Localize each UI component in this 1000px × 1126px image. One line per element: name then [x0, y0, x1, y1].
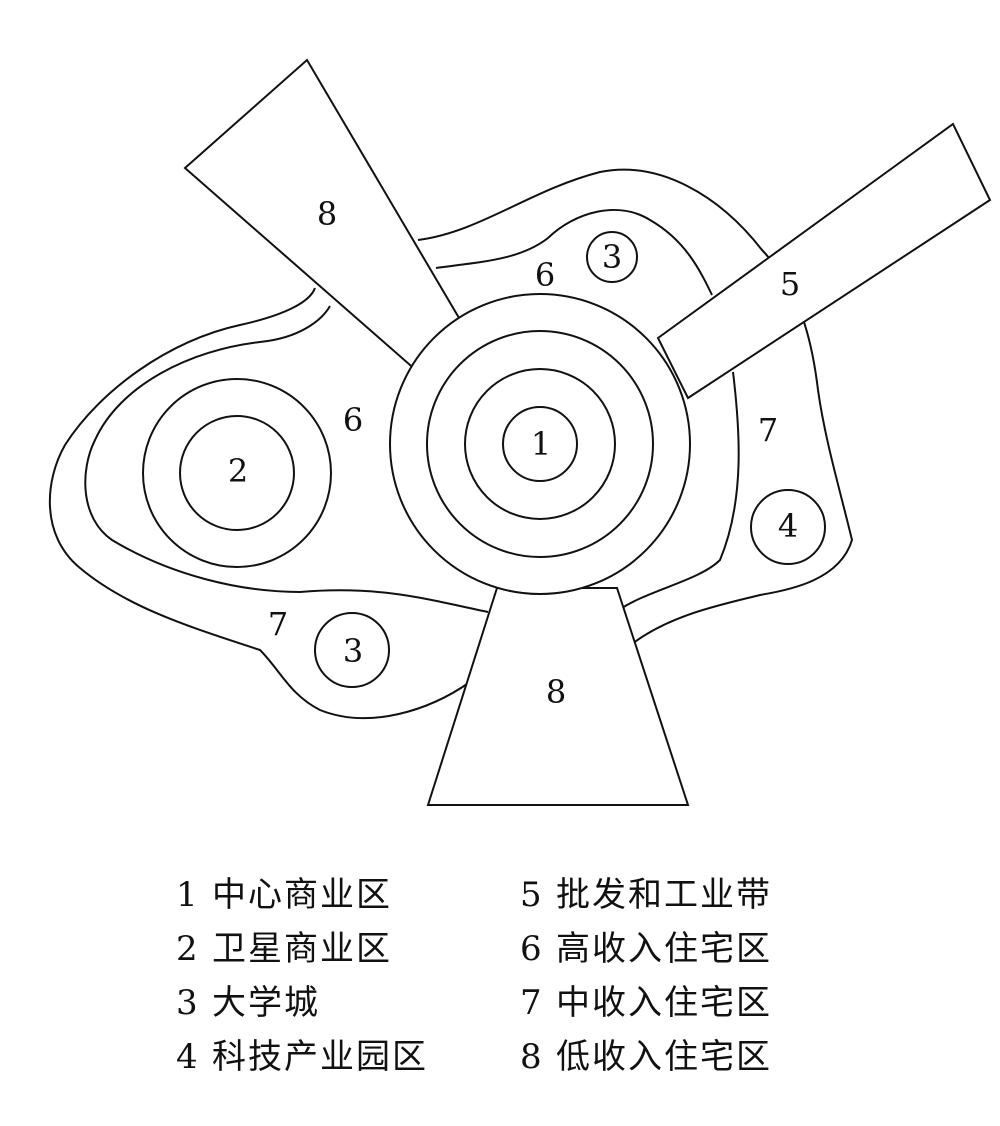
legend-number: 8	[520, 1037, 542, 1077]
university-town-upper	[586, 231, 638, 283]
legend-number: 4	[176, 1037, 198, 1077]
legend-text: 卫星商业区	[212, 929, 392, 969]
legend-text: 低收入住宅区	[556, 1037, 772, 1077]
label-zone-6-upper: 6	[535, 256, 555, 294]
legend-number: 5	[520, 875, 542, 915]
cbd-ring-2	[426, 330, 654, 558]
satellite-cbd-outer	[142, 378, 332, 568]
label-zone-5: 5	[780, 265, 800, 303]
legend-item-8: 8 低收入住宅区	[520, 1029, 772, 1085]
industrial-belt	[656, 122, 992, 400]
high-income-boundary	[84, 209, 740, 613]
label-zone-3-upper: 3	[602, 238, 622, 276]
legend-item-6: 6 高收入住宅区	[520, 921, 772, 977]
university-town-lower	[314, 612, 390, 688]
urban-structure-diagram: 1 2 3 3 4 5 6 6 7 7 8 8	[48, 58, 992, 806]
legend-text: 科技产业园区	[212, 1037, 428, 1077]
legend-number: 2	[176, 929, 198, 969]
label-zone-2: 2	[228, 452, 248, 490]
label-zone-3-lower: 3	[343, 632, 363, 670]
legend-text: 中收入住宅区	[556, 983, 772, 1023]
label-zone-7-left: 7	[268, 605, 288, 643]
legend-text: 中心商业区	[212, 875, 392, 915]
label-zone-8-upper: 8	[317, 195, 337, 233]
tech-park	[750, 489, 826, 565]
legend-number: 6	[520, 929, 542, 969]
label-zone-4: 4	[778, 507, 798, 545]
legend-item-2: 2 卫星商业区	[176, 921, 392, 977]
label-zone-6-left: 6	[343, 401, 363, 439]
legend-text: 高收入住宅区	[556, 929, 772, 969]
legend-text: 大学城	[212, 983, 320, 1023]
legend-item-3: 3 大学城	[176, 975, 320, 1031]
label-zone-7-right: 7	[758, 411, 778, 449]
legend-item-1: 1 中心商业区	[176, 867, 392, 923]
legend-number: 1	[176, 875, 198, 915]
satellite-cbd-inner	[179, 415, 295, 531]
legend-item-5: 5 批发和工业带	[520, 867, 772, 923]
legend: 1 中心商业区 2 卫星商业区 3 大学城 4 科技产业园区 5 批发和工业带 6 高收入住…	[0, 860, 1000, 1100]
legend-number: 7	[520, 983, 542, 1023]
cbd-ring-outer	[389, 293, 691, 595]
label-zone-1: 1	[531, 425, 551, 463]
cbd-core	[502, 406, 578, 482]
legend-item-4: 4 科技产业园区	[176, 1029, 428, 1085]
middle-income-boundary	[48, 168, 854, 720]
legend-number: 3	[176, 983, 198, 1023]
legend-item-7: 7 中收入住宅区	[520, 975, 772, 1031]
cbd-ring-3	[464, 368, 616, 520]
legend-text: 批发和工业带	[556, 875, 772, 915]
label-zone-8-lower: 8	[546, 673, 566, 711]
